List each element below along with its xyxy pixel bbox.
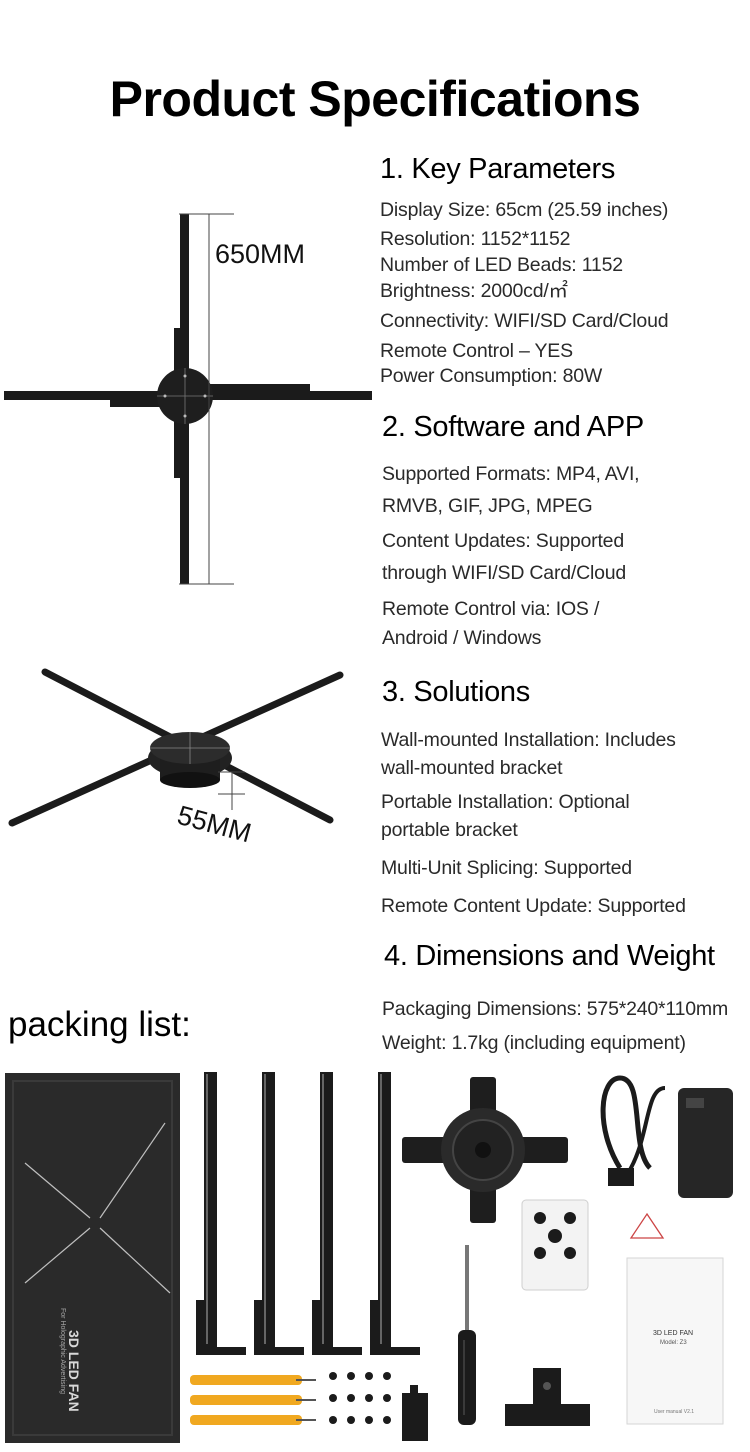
page-title: Product Specifications <box>109 71 641 127</box>
spec-remote-via-1: Remote Control via: IOS / <box>382 598 600 620</box>
fan-perspective-view <box>8 668 344 827</box>
spec-portable-2: portable bracket <box>381 819 518 841</box>
mount-block <box>402 1385 428 1441</box>
spec-portable-1: Portable Installation: Optional <box>381 791 630 813</box>
spec-wall-mount-2: wall-mounted bracket <box>381 757 563 779</box>
section-heading-software: 2. Software and APP <box>382 411 644 443</box>
power-adapter <box>600 1075 733 1198</box>
spec-remote-control: Remote Control – YES <box>380 340 573 362</box>
section-heading-dimensions: 4. Dimensions and Weight <box>384 940 715 972</box>
spec-brightness: Brightness: 2000cd/㎡ <box>380 280 568 302</box>
spec-resolution: Resolution: 1152*1152 <box>380 228 571 250</box>
fan-blades-set <box>196 1072 420 1355</box>
packaging-box <box>5 1073 180 1443</box>
blade-2 <box>254 1072 304 1355</box>
height-dimension-label: 650MM <box>215 239 306 269</box>
spec-packaging-dimensions: Packaging Dimensions: 575*240*110mm <box>382 998 729 1020</box>
box-sublabel: For Holographic Advertising <box>59 1308 66 1394</box>
spec-connectivity: Connectivity: WIFI/SD Card/Cloud <box>380 310 669 332</box>
packing-list-title: packing list: <box>8 1005 191 1044</box>
spec-power: Power Consumption: 80W <box>380 365 603 387</box>
manual-model: Model: Z3 <box>660 1340 687 1346</box>
spec-remote-via-2: Android / Windows <box>382 627 542 649</box>
blade-1 <box>196 1072 246 1355</box>
portable-bracket <box>505 1368 590 1426</box>
spec-updates-1: Content Updates: Supported <box>382 530 624 552</box>
fan-hub-plate <box>402 1077 568 1223</box>
remote-control <box>521 1199 589 1291</box>
small-screws <box>329 1372 391 1424</box>
spec-formats-1: Supported Formats: MP4, AVI, <box>382 463 640 485</box>
section-heading-solutions: 3. Solutions <box>382 676 530 708</box>
spec-display-size: Display Size: 65cm (25.59 inches) <box>380 199 669 221</box>
spec-updates-2: through WIFI/SD Card/Cloud <box>382 562 627 584</box>
spec-splicing: Multi-Unit Splicing: Supported <box>381 857 632 879</box>
spec-wall-mount-1: Wall-mounted Installation: Includes <box>381 729 676 751</box>
section-heading-key-parameters: 1. Key Parameters <box>380 153 616 185</box>
blade-4 <box>370 1072 420 1355</box>
spec-weight: Weight: 1.7kg (including equipment) <box>382 1032 686 1054</box>
fan-front-view <box>4 213 372 585</box>
user-manual <box>626 1212 724 1425</box>
wall-anchors <box>190 1375 316 1425</box>
screwdriver <box>458 1245 476 1425</box>
manual-title: 3D LED FAN <box>653 1330 694 1337</box>
box-label: 3D LED FAN <box>66 1330 82 1412</box>
blade-3 <box>312 1072 362 1355</box>
manual-footer: User manual V2.1 <box>654 1409 695 1415</box>
spec-led-beads: Number of LED Beads: 1152 <box>380 254 623 276</box>
spec-formats-2: RMVB, GIF, JPG, MPEG <box>382 495 593 517</box>
spec-remote-update: Remote Content Update: Supported <box>381 895 686 917</box>
